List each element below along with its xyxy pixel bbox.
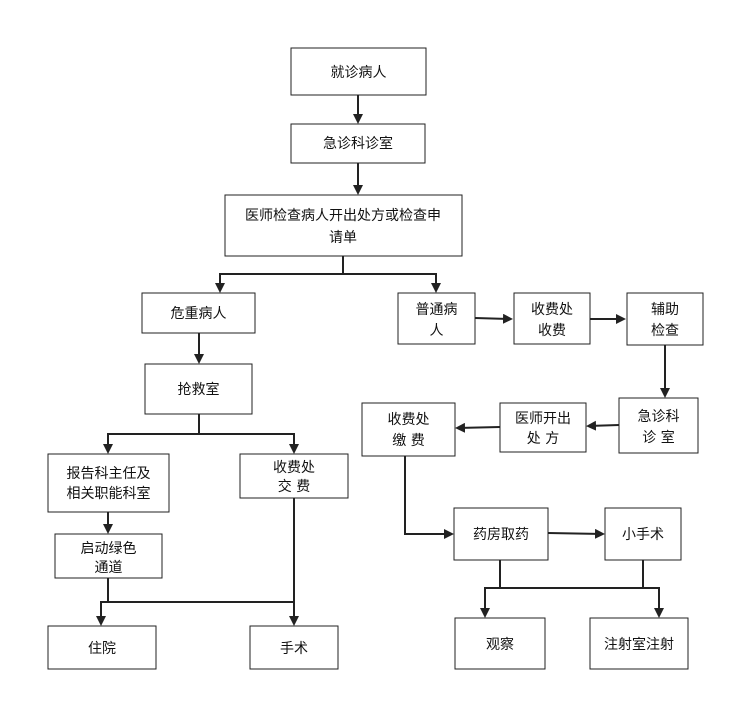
node-hospitalize[interactable]: 住院 bbox=[47, 625, 157, 670]
node-doctor-rx[interactable]: 医师开出 处 方 bbox=[499, 402, 587, 453]
node-ordinary[interactable]: 普通病 人 bbox=[397, 292, 476, 345]
node-label-line1: 医师开出 bbox=[515, 411, 571, 427]
edge-ordinary-fee bbox=[474, 313, 513, 324]
node-box bbox=[47, 625, 157, 670]
edge-rescue-split-right bbox=[199, 433, 299, 454]
node-box bbox=[144, 363, 253, 415]
node-label-line1: 收费处 bbox=[273, 460, 315, 476]
node-label-line2: 人 bbox=[430, 323, 444, 339]
node-report[interactable]: 报告科主任及 相关职能科室 bbox=[47, 453, 170, 513]
node-box bbox=[499, 402, 587, 453]
node-box bbox=[626, 292, 704, 346]
edge-er2-doctorrx bbox=[586, 420, 620, 431]
node-observe[interactable]: 观察 bbox=[454, 617, 546, 670]
node-box bbox=[224, 194, 463, 257]
edge-feepay-pharmacy bbox=[404, 456, 454, 539]
edge-rescue-split-left bbox=[103, 414, 200, 454]
node-er-room[interactable]: 急诊科诊室 bbox=[290, 123, 426, 164]
node-label: 危重病人 bbox=[171, 306, 227, 322]
node-fee-collect[interactable]: 收费处 收费 bbox=[513, 292, 591, 345]
node-label: 注射室注射 bbox=[604, 636, 674, 653]
node-surgery[interactable]: 手术 bbox=[249, 625, 339, 670]
node-box bbox=[239, 453, 349, 499]
node-label-line1: 医师检查病人开出处方或检查申 bbox=[245, 208, 441, 224]
node-label-line1: 急诊科 bbox=[638, 409, 680, 425]
node-fee-pay-left[interactable]: 收费处 交 费 bbox=[239, 453, 349, 499]
edges bbox=[96, 95, 670, 626]
edge-pharmacy-bottom-split bbox=[480, 560, 501, 618]
node-label-line2: 诊 室 bbox=[642, 429, 674, 446]
node-fee-pay-right[interactable]: 收费处 缴 费 bbox=[361, 402, 456, 457]
node-er-room2[interactable]: 急诊科 诊 室 bbox=[618, 397, 699, 454]
node-box bbox=[513, 292, 591, 345]
node-label-line2: 相关职能科室 bbox=[67, 485, 151, 502]
node-label-line1: 辅助 bbox=[651, 302, 679, 318]
node-box bbox=[361, 402, 456, 457]
node-label-line2: 处 方 bbox=[527, 431, 559, 447]
node-box bbox=[47, 453, 170, 513]
node-box bbox=[453, 507, 549, 561]
node-label: 住院 bbox=[88, 641, 116, 657]
node-injection[interactable]: 注射室注射 bbox=[589, 617, 689, 670]
node-box bbox=[454, 617, 546, 670]
node-pharmacy[interactable]: 药房取药 bbox=[453, 507, 549, 561]
node-label: 抢救室 bbox=[178, 381, 220, 398]
node-box bbox=[589, 617, 689, 670]
node-label: 观察 bbox=[486, 636, 514, 653]
node-box bbox=[604, 507, 682, 561]
edge-green-hospital bbox=[96, 578, 109, 626]
node-box bbox=[290, 123, 426, 164]
node-box bbox=[54, 533, 163, 579]
node-minor-surgery[interactable]: 小手术 bbox=[604, 507, 682, 561]
node-label: 小手术 bbox=[622, 527, 664, 543]
node-label-line2: 检查 bbox=[651, 323, 679, 339]
node-label: 急诊科诊室 bbox=[323, 135, 393, 152]
node-box bbox=[249, 625, 339, 670]
node-label-line1: 报告科主任及 bbox=[67, 466, 151, 482]
node-label-line2: 交 费 bbox=[278, 478, 310, 495]
node-green-channel[interactable]: 启动绿色 通道 bbox=[54, 533, 163, 579]
node-box bbox=[290, 47, 427, 96]
node-doctor-exam[interactable]: 医师检查病人开出处方或检查申 请单 bbox=[224, 194, 463, 257]
node-label-line2: 收费 bbox=[538, 323, 566, 339]
node-box bbox=[397, 292, 476, 345]
edge-doctor-split bbox=[215, 256, 344, 293]
node-box bbox=[618, 397, 699, 454]
node-label-line1: 收费处 bbox=[531, 302, 573, 318]
node-label: 药房取药 bbox=[473, 527, 529, 543]
node-label-line2: 通道 bbox=[95, 560, 123, 576]
node-label-line2: 请单 bbox=[329, 230, 357, 246]
edge-pharmacy-minor bbox=[547, 528, 605, 539]
node-label-line1: 普通病 bbox=[416, 302, 458, 318]
node-box bbox=[141, 292, 256, 334]
edge-doctorrx-feepay bbox=[455, 422, 501, 433]
node-rescue[interactable]: 抢救室 bbox=[144, 363, 253, 415]
node-aux-check[interactable]: 辅助 检查 bbox=[626, 292, 704, 346]
node-label-line1: 启动绿色 bbox=[81, 540, 137, 557]
edge-split-injection bbox=[500, 587, 664, 618]
node-label-line1: 收费处 bbox=[388, 412, 430, 428]
node-patient[interactable]: 就诊病人 bbox=[290, 47, 427, 96]
node-label: 手术 bbox=[280, 641, 308, 657]
node-label-line2: 缴 费 bbox=[392, 433, 424, 449]
node-label: 就诊病人 bbox=[331, 65, 387, 81]
edge-doctor-ordinary bbox=[343, 273, 441, 293]
node-critical[interactable]: 危重病人 bbox=[141, 292, 256, 334]
